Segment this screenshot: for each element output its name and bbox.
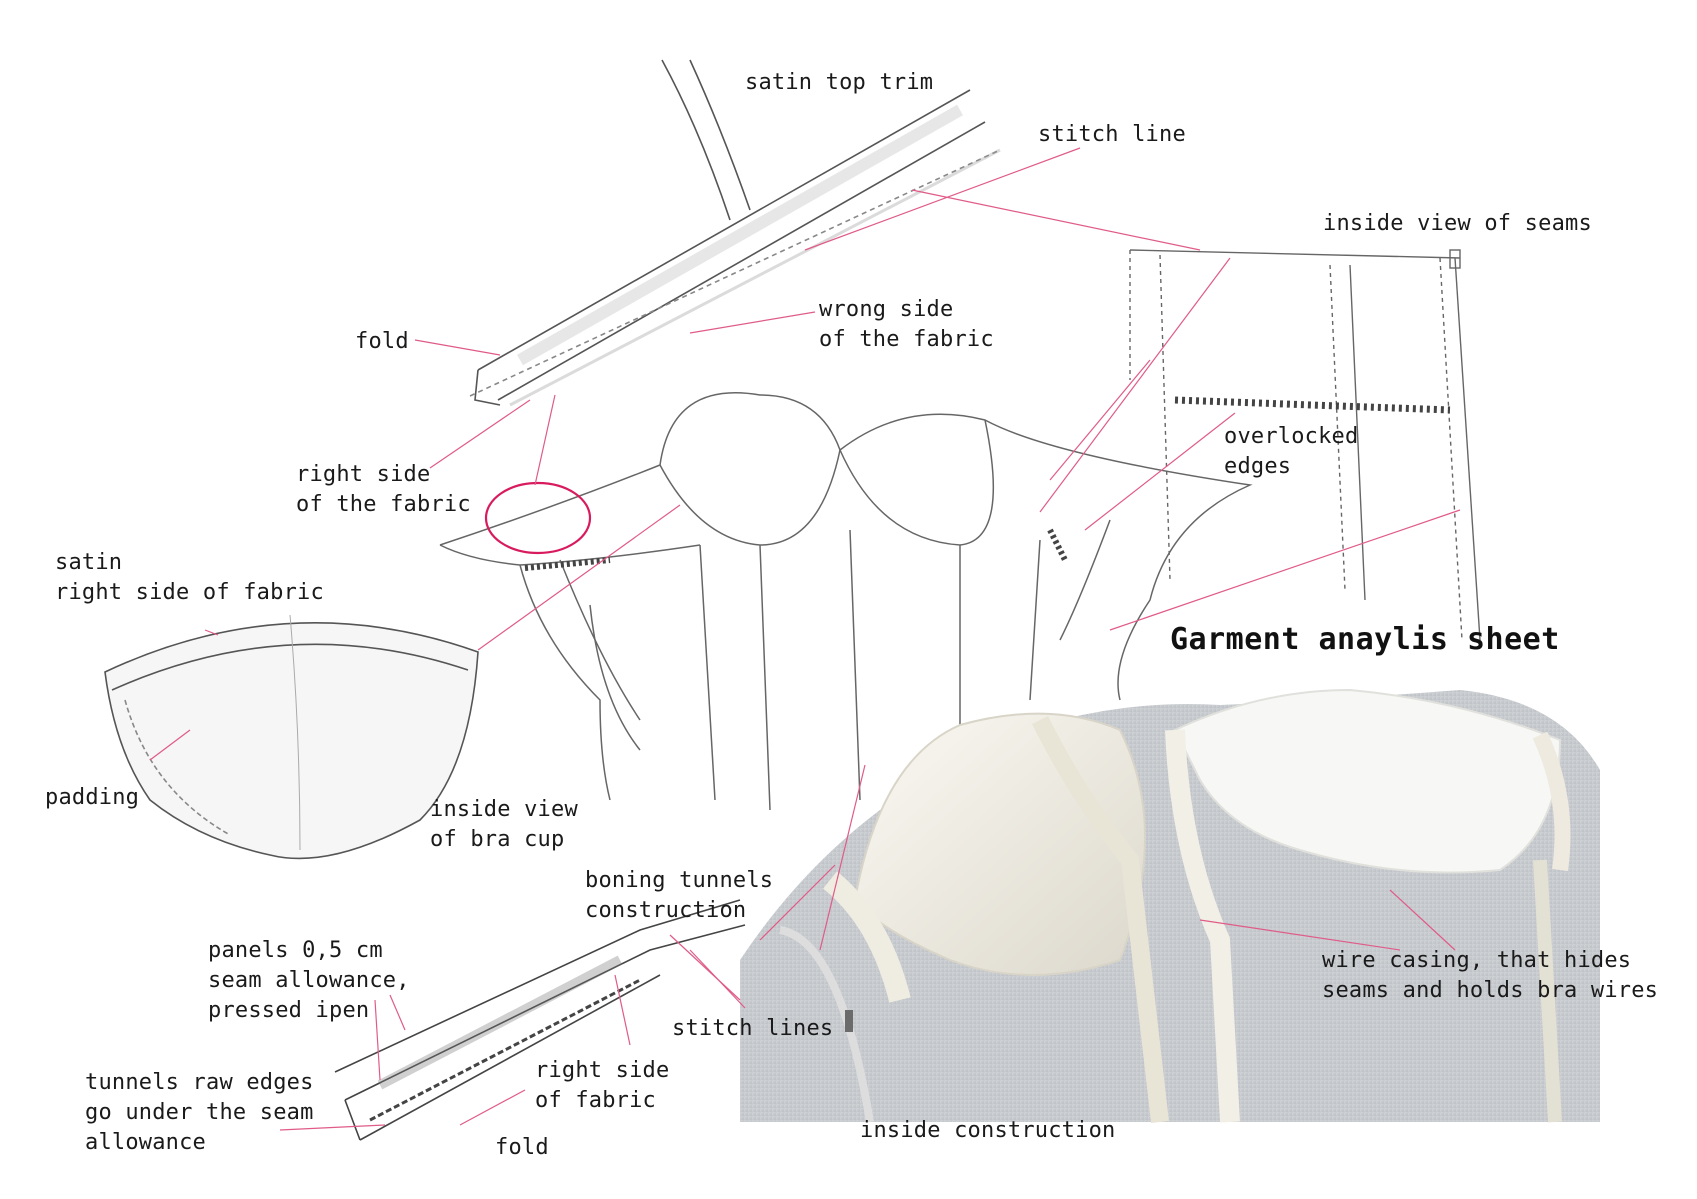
label-right-side-line1: right side bbox=[296, 462, 431, 487]
label-stitch-line: stitch line bbox=[1038, 122, 1186, 147]
boning-tunnels-sketch bbox=[334, 899, 746, 1141]
label-tunnels-line2: go under the seam bbox=[85, 1100, 314, 1125]
label-inside-view-cup-line1: inside view bbox=[430, 797, 578, 822]
label-overlocked-line1: overlocked bbox=[1224, 424, 1359, 449]
label-stitch-lines: stitch lines bbox=[672, 1016, 834, 1041]
label-wrong-side-line2: of the fabric bbox=[819, 327, 994, 352]
leader-lines bbox=[149, 147, 1461, 1131]
label-tunnels-line1: tunnels raw edges bbox=[85, 1070, 314, 1095]
label-inside-construction: inside construction bbox=[860, 1118, 1116, 1143]
label-tunnels-line3: allowance bbox=[85, 1130, 207, 1155]
label-satin-line1: satin bbox=[55, 550, 123, 575]
bra-cup-sketch bbox=[104, 614, 479, 860]
sheet-title: Garment anaylis sheet bbox=[1170, 622, 1560, 657]
label-boning-line2: construction bbox=[585, 898, 747, 923]
label-inside-view-cup-line2: of bra cup bbox=[430, 827, 565, 852]
inside-seams-sketch bbox=[1129, 249, 1481, 641]
satin-top-trim-sketch bbox=[469, 59, 1001, 407]
label-overlocked-line2: edges bbox=[1224, 454, 1292, 479]
label-fold-top: fold bbox=[355, 329, 409, 354]
highlight-circle bbox=[484, 481, 592, 555]
label-wire-casing-line1: wire casing, that hides bbox=[1322, 948, 1632, 973]
label-right-side-line2: of the fabric bbox=[296, 492, 471, 517]
label-inside-view-of-seams: inside view of seams bbox=[1323, 211, 1592, 236]
label-panels-line1: panels 0,5 cm bbox=[208, 938, 383, 963]
label-right-side-fabric-line2: of fabric bbox=[535, 1088, 657, 1113]
label-panels-line3: pressed ipen bbox=[208, 998, 370, 1023]
inside-construction-photo bbox=[740, 688, 1600, 1124]
label-right-side-fabric-line1: right side bbox=[535, 1058, 670, 1083]
label-wrong-side-line1: wrong side bbox=[819, 297, 954, 322]
label-satin-line2: right side of fabric bbox=[55, 580, 324, 605]
label-panels-line2: seam allowance, bbox=[208, 968, 410, 993]
label-padding: padding bbox=[45, 785, 140, 810]
label-wire-casing-line2: seams and holds bra wires bbox=[1322, 978, 1659, 1003]
label-boning-line1: boning tunnels bbox=[585, 868, 774, 893]
label-satin-top-trim: satin top trim bbox=[745, 70, 934, 95]
label-fold-bottom: fold bbox=[495, 1135, 549, 1160]
